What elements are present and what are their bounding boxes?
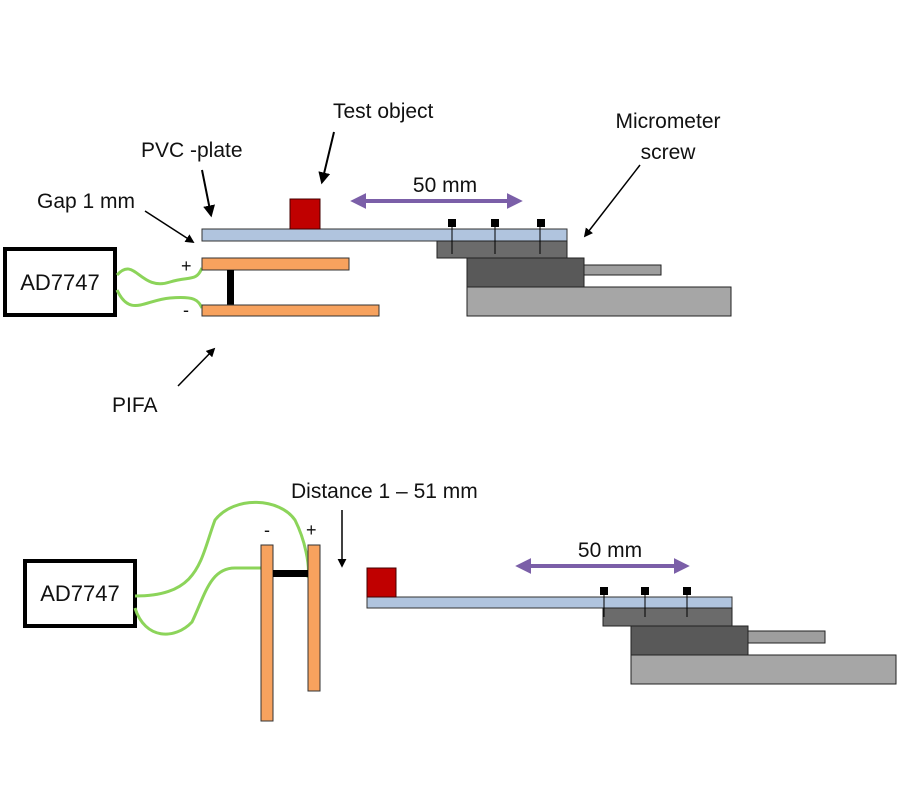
stage-middle-top xyxy=(466,257,585,288)
wire-minus-top xyxy=(115,289,204,309)
pvc-plate-top xyxy=(201,228,568,242)
pvc-plate-label: PVC -plate xyxy=(141,139,243,162)
range-label-top: 50 mm xyxy=(413,174,477,197)
pifa-shorting-pin xyxy=(227,270,234,305)
test-object-top xyxy=(289,198,321,230)
pifa-plate-lower xyxy=(201,304,380,317)
top-setup: AD7747 + - 50 mm Test object PV xyxy=(3,100,732,417)
pifa-plate-left xyxy=(260,544,274,722)
stage-upper-top xyxy=(436,240,568,259)
stage-base-top xyxy=(466,286,732,317)
pifa-plate-upper xyxy=(201,257,350,271)
screws-bottom xyxy=(600,587,691,617)
pvc-plate-arrow xyxy=(201,169,216,218)
pifa-plate-right xyxy=(307,544,321,692)
micrometer-label-line1: Micrometer xyxy=(615,110,720,133)
plus-sign-bottom: + xyxy=(306,520,317,540)
test-object-label: Test object xyxy=(333,100,434,123)
micrometer-shaft-top xyxy=(583,264,662,276)
plus-sign-top: + xyxy=(181,256,192,276)
minus-sign-top: - xyxy=(183,300,189,320)
gap-arrow xyxy=(144,210,195,243)
range-label-bottom: 50 mm xyxy=(578,539,642,562)
stage-base-bottom xyxy=(630,654,897,685)
pifa-arrow xyxy=(177,347,216,387)
ad7747-box-bottom: AD7747 xyxy=(23,559,137,628)
stage-upper-bottom xyxy=(602,607,733,627)
ad7747-box-top: AD7747 xyxy=(3,247,117,317)
minus-sign-bottom: - xyxy=(264,520,270,540)
pifa-label: PIFA xyxy=(112,394,158,417)
wire-plus-bottom xyxy=(134,500,310,598)
wire-minus-bottom xyxy=(133,566,264,636)
test-object-arrow xyxy=(318,131,335,185)
distance-label: Distance 1 – 51 mm xyxy=(291,480,478,503)
micrometer-shaft-bottom xyxy=(747,630,826,644)
screws-top xyxy=(448,219,545,254)
pvc-plate-bottom xyxy=(366,596,733,609)
micrometer-arrow xyxy=(583,164,641,238)
ad7747-label-bottom: AD7747 xyxy=(40,581,120,606)
wire-plus-top xyxy=(115,267,204,286)
stage-middle-bottom xyxy=(630,625,749,657)
ad7747-label-top: AD7747 xyxy=(20,270,100,295)
gap-label: Gap 1 mm xyxy=(37,190,135,213)
micrometer-label-line2: screw xyxy=(641,141,697,164)
pifa-shorting-pin-bottom xyxy=(273,570,308,577)
bottom-setup: AD7747 - + Distance 1 – 51 mm 50 mm xyxy=(23,480,897,722)
test-object-bottom xyxy=(366,567,397,598)
